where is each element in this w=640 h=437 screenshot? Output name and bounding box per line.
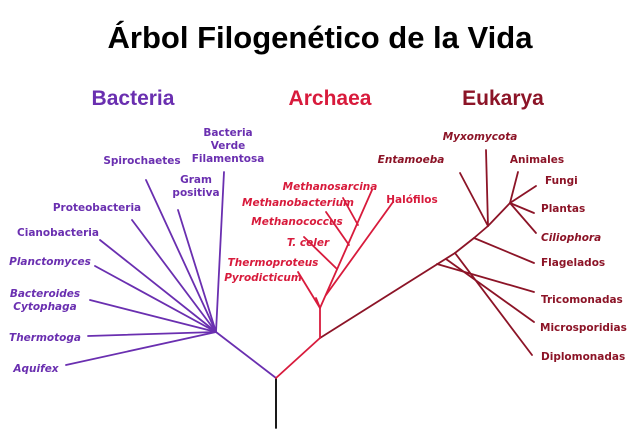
bacteria-leaf-label-line: Gram [180,174,212,186]
archaea-leaf-label-line: Thermoproteus [228,257,319,269]
eukarya-leaf-label-line: Animales [510,154,564,166]
eukarya-leaf-label: Ciliophora [541,232,601,244]
domain-label-archaea: Archaea [289,87,372,110]
archaea-leaf-label: Pyrodicticum [224,272,302,284]
domain-label-bacteria: Bacteria [92,87,175,110]
eukarya-leaf-label: Diplomonadas [541,351,625,363]
eukarya-branch [487,202,511,227]
tree-branches [65,149,537,429]
bacteria-leaf-label: Spirochaetes [103,155,180,167]
eukarya-branch [436,263,535,293]
eukarya-leaf-label-line: Myxomycota [443,131,518,143]
eukarya-branch [509,171,519,204]
bacteria-leaf-label-line: Cianobacteria [17,227,99,239]
eukarya-leaf-label: Flagelados [541,257,605,269]
eukarya-branch [445,258,535,323]
archaea-leaf-label-line: T. celer [287,237,330,249]
eukarya-leaf-label-line: Fungi [545,175,578,187]
bacteria-branch [145,179,217,333]
bacteria-leaf-label-line: Verde [211,140,246,152]
bacteria-leaf-label-line: Spirochaetes [103,155,180,167]
eukarya-leaf-label: Tricomonadas [541,294,623,306]
bacteria-leaf-label-line: Bacteria [203,127,252,139]
bacteria-branch [177,209,217,333]
archaea-leaf-label-line: Methanosarcina [283,181,378,193]
archaea-leaf-label: Thermoproteus [228,257,319,269]
eukarya-branch [454,237,475,254]
bacteria-leaf-label-line: Bacteroides [10,288,80,300]
tree-title: Árbol Filogenético de la Vida [108,20,534,55]
bacteria-leaf-label: Thermotoga [9,332,81,344]
archaea-leaf-label-line: Halófilos [386,194,438,206]
bacteria-leaf-label-line: Filamentosa [192,153,265,165]
bacteria-leaf-label: Planctomyces [9,256,91,268]
archaea-branch [325,211,350,246]
eukarya-leaf-label-line: Tricomonadas [541,294,623,306]
bacteria-leaf-label: Aquifex [12,363,59,375]
eukarya-branch [454,252,533,356]
archaea-leaf-label-line: Pyrodicticum [224,272,302,284]
archaea-leaf-label-line: Methanobacterium [242,197,354,209]
eukarya-leaf-label-line: Microsporidias [540,322,627,334]
bacteria-leaf-label-line: Aquifex [12,363,59,375]
eukarya-branch [509,185,537,204]
bacteria-branch [65,331,217,366]
bacteria-leaf-label-line: Cytophaga [13,301,76,313]
archaea-leaf-label-line: Methanococcus [251,216,342,228]
bacteria-leaf-label-line: Proteobacteria [53,202,141,214]
bacteria-leaf-label-line: positiva [172,187,219,199]
archaea-branch [325,201,394,296]
archaea-leaf-label: Methanosarcina [283,181,378,193]
eukarya-leaf-label: Entamoeba [378,154,445,166]
bacteria-leaf-label: Cianobacteria [17,227,99,239]
archaea-leaf-label: Methanobacterium [242,197,354,209]
bacteria-leaf-label: Proteobacteria [53,202,141,214]
bacteria-branch [89,299,217,333]
archaea-leaf-label: Methanococcus [251,216,342,228]
eukarya-branch [485,149,489,227]
eukarya-branch [459,172,489,227]
eukarya-leaf-label-line: Flagelados [541,257,605,269]
archaea-branch [303,236,338,270]
bacteria-branch [215,331,277,379]
bacteria-branch [94,265,217,333]
eukarya-branch [473,225,489,239]
archaea-branch [315,297,321,309]
bacteria-leaf-label-line: Thermotoga [9,332,81,344]
eukarya-leaf-label-line: Entamoeba [378,154,445,166]
eukarya-leaf-label-line: Diplomonadas [541,351,625,363]
archaea-leaf-label: Halófilos [386,194,438,206]
archaea-branch [297,271,321,309]
archaea-branch [275,337,321,379]
eukarya-leaf-label: Fungi [545,175,578,187]
bacteria-branch [131,219,217,333]
bacteria-leaf-label-line: Planctomyces [9,256,91,268]
eukarya-leaf-label: Plantas [541,203,585,215]
domain-label-eukarya: Eukarya [462,87,544,110]
eukarya-branch [319,252,456,339]
eukarya-leaf-label: Myxomycota [443,131,518,143]
eukarya-branch [509,202,537,234]
eukarya-leaf-label: Animales [510,154,564,166]
eukarya-leaf-label: Microsporidias [540,322,627,334]
archaea-branch [342,197,359,226]
bacteria-branch [99,239,217,333]
eukarya-branch [509,202,535,214]
bacteria-branch [87,331,217,337]
eukarya-branch [473,237,535,264]
archaea-branch [319,189,373,309]
eukarya-leaf-label-line: Ciliophora [541,232,601,244]
eukarya-leaf-label-line: Plantas [541,203,585,215]
archaea-leaf-label: T. celer [287,237,330,249]
bacteria-branch [215,171,225,333]
